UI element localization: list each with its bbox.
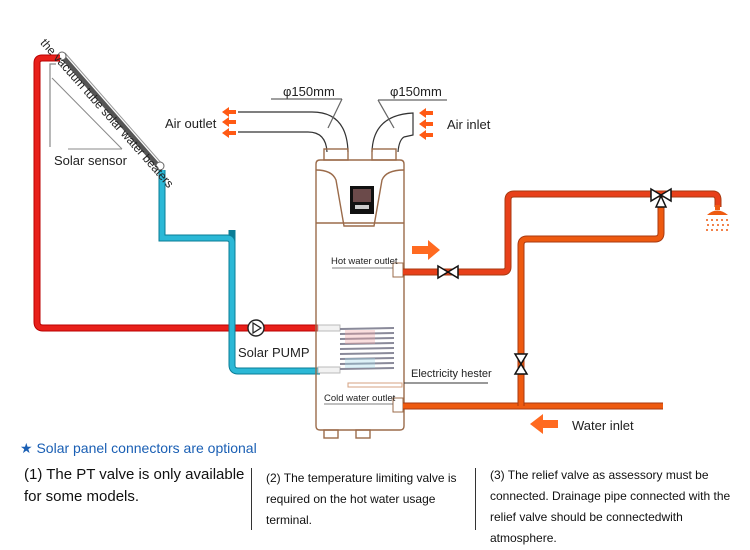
- hot-flow-arrow-icon: [412, 240, 440, 260]
- duct-inlet-size-label: φ150mm: [390, 84, 442, 99]
- hot-outlet-valve-icon: [437, 264, 459, 280]
- solar-pump-icon: [247, 319, 265, 337]
- note-divider: [251, 468, 252, 530]
- heat-exchanger-coil: [317, 324, 395, 374]
- note-divider: [475, 468, 476, 530]
- air-outlet-arrows: [222, 107, 236, 138]
- heat-pump-unit: [315, 148, 405, 439]
- cold-water-outlet-label: Cold water outlet: [324, 393, 396, 404]
- optional-note: ★ Solar panel connectors are optional: [20, 440, 257, 457]
- solar-collector: [49, 51, 165, 171]
- solar-sensor-label: Solar sensor: [54, 153, 127, 168]
- solar-pump-label: Solar PUMP: [238, 345, 310, 360]
- collector-brace: [51, 77, 123, 150]
- air-inlet-duct: [371, 99, 447, 153]
- hot-water-outlet-label: Hot water outlet: [331, 256, 398, 267]
- duct-outlet-size-label: φ150mm: [283, 84, 335, 99]
- optional-note-text: Solar panel connectors are optional: [36, 440, 257, 456]
- solar-return-pipe: [159, 170, 320, 374]
- collector-tube: [60, 54, 162, 170]
- air-outlet-duct: [238, 98, 349, 153]
- hot-water-pipe: [403, 191, 721, 275]
- hot-water-pipe-outline: [403, 190, 722, 276]
- solar-return-pipe-outline: [158, 170, 320, 375]
- star-icon: ★: [20, 440, 33, 456]
- note-relief-valve: (3) The relief valve as assessory must b…: [490, 468, 731, 545]
- inlet-valve-icon: [513, 353, 529, 375]
- solar-hot-pipe: [34, 55, 320, 331]
- note-pt-valve: (1) The PT valve is only available for s…: [24, 466, 245, 505]
- mixing-pipe-outline: [517, 205, 665, 406]
- air-inlet-arrows: [419, 108, 433, 140]
- electricity-heater-label: Electricity hester: [411, 368, 492, 380]
- shower-icon: [706, 205, 729, 231]
- water-inlet-label: Water inlet: [572, 418, 634, 433]
- mixing-pipe: [518, 205, 664, 406]
- water-inlet-arrow-icon: [530, 414, 558, 434]
- note-temperature-valve: (2) The temperature limiting valve is re…: [266, 471, 457, 527]
- collector-glass: [64, 52, 164, 166]
- mixing-valve-icon: [650, 187, 672, 208]
- air-inlet-label: Air inlet: [447, 117, 491, 132]
- control-display: [353, 189, 371, 202]
- electric-heater-rod: [347, 382, 403, 388]
- air-outlet-label: Air outlet: [165, 116, 217, 131]
- collector-frame: [49, 63, 56, 147]
- control-buttons: [355, 205, 369, 209]
